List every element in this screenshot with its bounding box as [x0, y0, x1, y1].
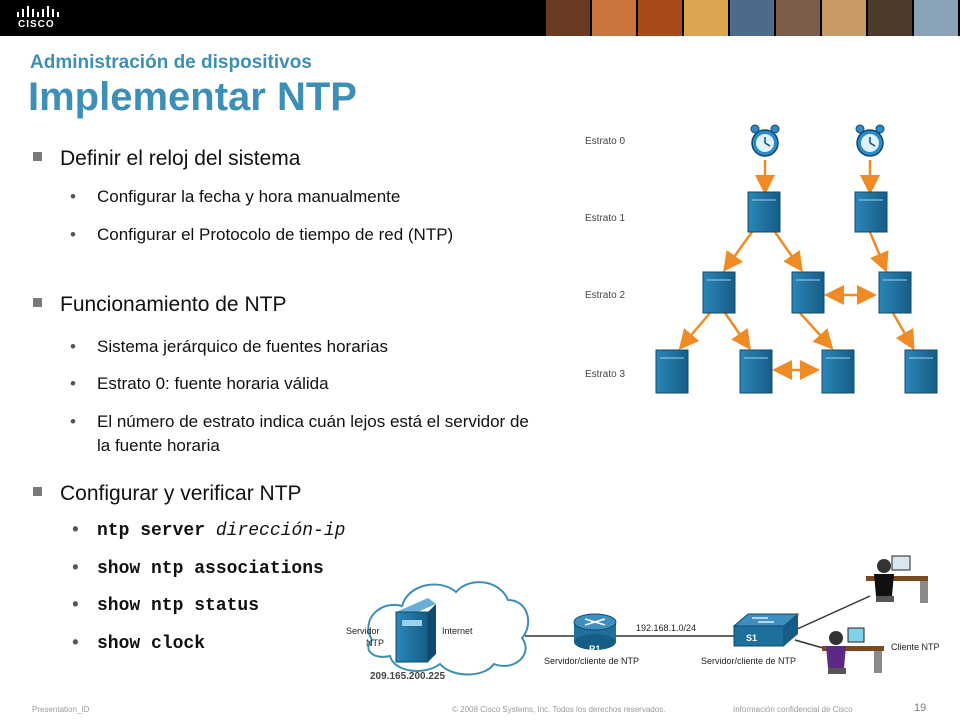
dot-bullet-icon: • [70, 337, 76, 356]
header-photo [914, 0, 960, 36]
arrow [723, 312, 751, 351]
dot-bullet-icon: • [70, 634, 81, 654]
server-icon [854, 191, 888, 233]
switch-role: Servidor/cliente de NTP [701, 656, 796, 666]
internet-label: Internet [442, 626, 473, 636]
dot-bullet-icon: • [70, 596, 81, 616]
alarm-clock-icon [750, 124, 780, 157]
header-photo [730, 0, 776, 36]
stratum-label: Estrato 0 [585, 136, 625, 147]
server-icon [878, 271, 912, 314]
server-icon [791, 271, 825, 314]
dot-bullet-icon: • [70, 374, 76, 393]
stratum-label: Estrato 1 [585, 213, 625, 224]
client-label: Cliente NTP [891, 642, 940, 652]
arrow [678, 312, 711, 350]
page-number: 19 [914, 702, 927, 714]
arrow [868, 231, 889, 273]
router-icon [573, 613, 617, 650]
link-subnet: 192.168.1.0/24 [636, 623, 696, 633]
switch-icon [732, 613, 800, 647]
header-photo [822, 0, 868, 36]
footer-confidential: Información confidencial de Cisco [733, 705, 853, 714]
dot-bullet-icon: • [70, 521, 81, 541]
client-workstation-icon [866, 555, 928, 603]
dot-bullet-icon: • [70, 187, 76, 206]
server-icon [702, 271, 736, 314]
header-photo [546, 0, 592, 36]
footer-presentation-id: Presentation_ID [32, 705, 90, 714]
dot-bullet-icon: • [70, 225, 76, 244]
dot-bullet-icon: • [70, 559, 81, 579]
router-role: Servidor/cliente de NTP [544, 656, 639, 666]
square-bullet-icon [33, 487, 42, 496]
server-icon [655, 349, 689, 394]
cisco-logo: CISCO [14, 4, 62, 32]
server-icon [904, 349, 938, 394]
server-ip: 209.165.200.225 [370, 671, 446, 682]
network-topology: Internet Servidor NTP 209.165.200.225 R1… [346, 555, 940, 682]
dot-bullet-icon: • [70, 412, 76, 431]
stratum-label: Estrato 2 [585, 290, 625, 301]
server-label: NTP [366, 638, 384, 648]
link-line [794, 595, 871, 631]
server-icon [739, 349, 773, 394]
hierarchy-arrows [678, 160, 915, 380]
arrow [891, 312, 915, 351]
header-photo [868, 0, 914, 36]
server-label: Servidor [346, 626, 380, 636]
slide-title: Implementar NTP [28, 75, 357, 119]
stratum-label: Estrato 3 [585, 369, 625, 380]
arrow [773, 231, 803, 273]
slide-subtitle: Administración de dispositivos [30, 52, 312, 73]
header-photo [592, 0, 638, 36]
header-photo [638, 0, 684, 36]
server-icon [747, 191, 781, 233]
cisco-bars-icon [17, 6, 59, 17]
footer-copyright: © 2008 Cisco Systems, Inc. Todos los der… [452, 705, 666, 714]
router-label: R1 [589, 644, 601, 654]
square-bullet-icon [33, 152, 42, 161]
alarm-clock-icon [855, 124, 885, 157]
header-photo [684, 0, 730, 36]
switch-label: S1 [746, 633, 757, 643]
server-icon [821, 349, 855, 394]
cisco-wordmark: CISCO [18, 19, 55, 30]
stratum-hierarchy: Estrato 0 Estrato 1 Estrato 2 Estrato 3 [585, 124, 938, 394]
arrow [799, 312, 834, 350]
client-workstation-icon [822, 627, 884, 674]
photo-strip [546, 0, 960, 36]
header-photo [776, 0, 822, 36]
arrow [723, 231, 754, 273]
ntp-server-icon [395, 598, 436, 663]
square-bullet-icon [33, 298, 42, 307]
header-band: CISCO [0, 0, 960, 36]
